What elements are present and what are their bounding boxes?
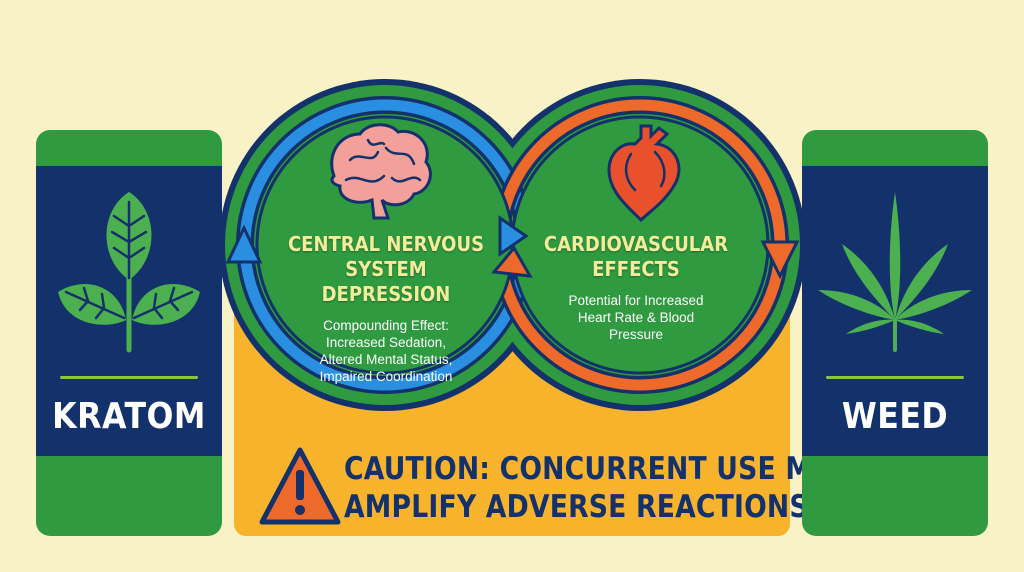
kratom-panel: KRATOM (36, 130, 222, 536)
heart-icon (607, 124, 681, 223)
caution-line: CAUTION: CONCURRENT USE MAY (344, 451, 850, 487)
cardio-desc-line: Heart Rate & Blood (577, 310, 695, 325)
cns-text-block: CENTRAL NERVOUS SYSTEM DEPRESSION Compou… (270, 232, 502, 385)
cardio-description: Potential for Increased Heart Rate & Blo… (520, 292, 752, 343)
cardio-title-line: CARDIOVASCULAR (543, 232, 729, 256)
caution-message: CAUTION: CONCURRENT USE MAY AMPLIFY ADVE… (344, 450, 850, 526)
cardio-desc-line: Potential for Increased (568, 293, 704, 308)
warning-triangle-icon (259, 447, 341, 525)
weed-label: WEED (841, 396, 949, 437)
cardio-desc-line: Pressure (608, 327, 664, 342)
cns-title: CENTRAL NERVOUS SYSTEM DEPRESSION (282, 232, 491, 307)
kratom-label: KRATOM (52, 396, 206, 437)
brain-icon (330, 123, 432, 220)
weed-panel: WEED (802, 130, 988, 536)
blue-arrowhead-center (498, 215, 529, 257)
cns-title-line: SYSTEM DEPRESSION (321, 257, 451, 306)
caution-line: AMPLIFY ADVERSE REACTIONS (344, 489, 809, 525)
leaf-icon (58, 192, 200, 353)
cardio-text-block: CARDIOVASCULAR EFFECTS Potential for Inc… (520, 232, 752, 343)
cns-desc-line: Compounding Effect: (323, 318, 449, 333)
orange-arrowhead-right (760, 240, 800, 280)
cns-desc-line: Altered Mental Status, (319, 352, 453, 367)
cns-desc-line: Increased Sedation, (325, 335, 447, 350)
cannabis-leaf-icon (818, 192, 972, 352)
blue-arrowhead-left (225, 224, 263, 264)
weed-divider (826, 376, 964, 379)
orange-arrowhead-center (491, 245, 533, 278)
cns-description: Compounding Effect: Increased Sedation, … (270, 317, 502, 385)
cardio-title-line: EFFECTS (592, 257, 680, 281)
cardio-title: CARDIOVASCULAR EFFECTS (532, 232, 741, 282)
cns-desc-line: Impaired Coordination (319, 369, 453, 384)
cns-title-line: CENTRAL NERVOUS (287, 232, 485, 256)
kratom-divider (60, 376, 198, 379)
